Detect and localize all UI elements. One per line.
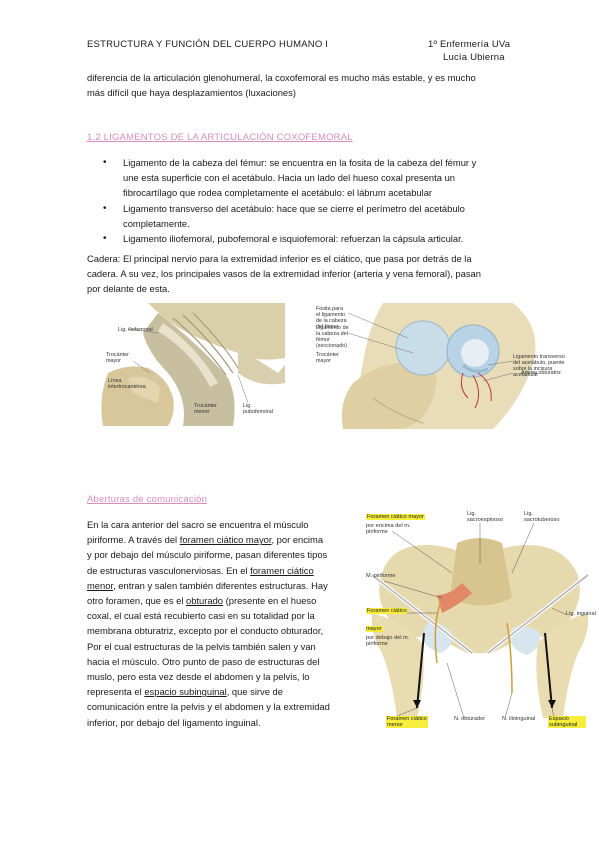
text-line: comunicación entre la pelvis y el abdome… xyxy=(87,701,330,713)
aberturas-paragraph: En la cara anterior del sacro se encuent… xyxy=(87,517,352,730)
section-title-aberturas: Aberturas de comunicación xyxy=(87,494,208,505)
term-obturado: obturado xyxy=(186,595,224,607)
text-line: En la cara anterior del sacro se encuent… xyxy=(87,519,309,530)
label-n-ilioinguinal: N. ilioinguinal xyxy=(502,716,536,722)
label-lig-pubofemoral: Lig. pubofemoral xyxy=(243,403,273,415)
acetabulum-figure: Fosita para el ligamento de la cabeza de… xyxy=(313,303,567,429)
header-author: Lucía Ubierna xyxy=(443,52,505,63)
pelvis-illustration xyxy=(370,522,590,719)
label-trocanter: Trocánter mayor xyxy=(316,352,339,364)
label-lig-inguinal: Lig. inguinal xyxy=(566,611,596,617)
text-line: representa el espacio subinguinal, que s… xyxy=(87,686,283,698)
ligament-list: • Ligamento de la cabeza del fémur: se e… xyxy=(103,155,513,246)
list-item: • Ligamento iliofemoral, pubofemoral e i… xyxy=(103,233,464,245)
label-lig-iliofemoral: Lig. iliofemoral xyxy=(118,327,153,333)
text-line: hacia el músculo. Otro punto de paso de … xyxy=(87,655,320,667)
label-foramen-mayor-encima: Foramen ciático mayor por encima del m. … xyxy=(366,514,425,536)
text-line: Por el cual estructuras de la pelvis tam… xyxy=(87,640,316,652)
label-linea-intertrocanterea: Línea intertrocantérea xyxy=(108,378,146,390)
pelvis-openings-figure: Foramen ciático mayor por encima del m. … xyxy=(362,503,598,743)
term-foramen-ciatico-mayor: foramen ciático mayor xyxy=(179,534,272,546)
label-trocanter-mayor: Trocánter mayor xyxy=(106,352,129,364)
list-item: • Ligamento transverso del acetábulo: ha… xyxy=(103,202,465,229)
label-trocanter-menor: Trocánter menor xyxy=(194,403,217,415)
hip-anterior-illustration xyxy=(101,303,285,426)
term-foramen-ciatico-menor: foramen ciático xyxy=(250,564,314,576)
acetabulum-illustration xyxy=(341,303,536,429)
section-title-ligamentos: 1.2 LIGAMENTOS DE LA ARTICULACIÓN COXOFE… xyxy=(87,132,353,143)
label-m-piriforme: M. piriforme xyxy=(366,573,396,579)
text-line: coxal, el cual está recubierto casi en s… xyxy=(87,610,315,622)
text-line: membrana obturatriz, excepto por el cond… xyxy=(87,625,324,637)
label-lig-sacroespinoso: Lig. sacroespinoso xyxy=(467,511,504,524)
label-foramen-ciatico-menor: Foramen ciático menor xyxy=(386,716,428,729)
label-espacio-subinguinal: Espacio subinguinal xyxy=(548,716,586,729)
text-line: menor, entran y salen también diferentes… xyxy=(87,579,328,591)
intro-paragraph: diferencia de la articulación glenohumer… xyxy=(87,72,476,99)
text-line: y por debajo del músculo piriforme, pasa… xyxy=(87,549,328,561)
header-title: ESTRUCTURA Y FUNCIÓN DEL CUERPO HUMANO I xyxy=(87,39,329,50)
label-arteria-obturatriz: Arteria obturatriz xyxy=(521,370,561,376)
label-lig-sacrotuberoso: Lig. sacrotuberoso xyxy=(524,511,560,524)
text-line: piriforme. A través del foramen ciático … xyxy=(87,534,324,546)
list-item: • Ligamento de la cabeza del fémur: se e… xyxy=(103,157,477,199)
term-espacio-subinguinal: espacio subinguinal xyxy=(144,686,227,698)
text-line: muslo, pero esta vez desde el abdomen y … xyxy=(87,671,310,683)
cadera-paragraph: Cadera: El principal nervio para la extr… xyxy=(87,253,481,295)
label-n-obturador: N. obturador xyxy=(454,716,486,722)
hip-ligaments-anterior-figure: Lig. iliofemoral Trocánter mayor Línea i… xyxy=(88,303,285,426)
label-ligamento-transverso: Ligamento transverso del acetábulo, puen… xyxy=(513,354,565,378)
label-fosita: Fosita para el ligamento de la cabeza de… xyxy=(316,306,347,330)
header-course: 1º Enfermería UVa xyxy=(428,39,511,50)
text-line: de estructuras vasculonerviosas. En el f… xyxy=(87,564,314,576)
label-ligamento-cabeza: Ligamento de la cabeza del fémur (seccio… xyxy=(316,325,349,349)
label-foramen-mayor-debajo: Foramen ciático mayor por debajo del m. … xyxy=(366,608,410,648)
text-line: otro foramen, que es el obturado (presen… xyxy=(87,595,317,607)
text-line: inferior, por debajo del ligamento ingui… xyxy=(87,716,261,728)
